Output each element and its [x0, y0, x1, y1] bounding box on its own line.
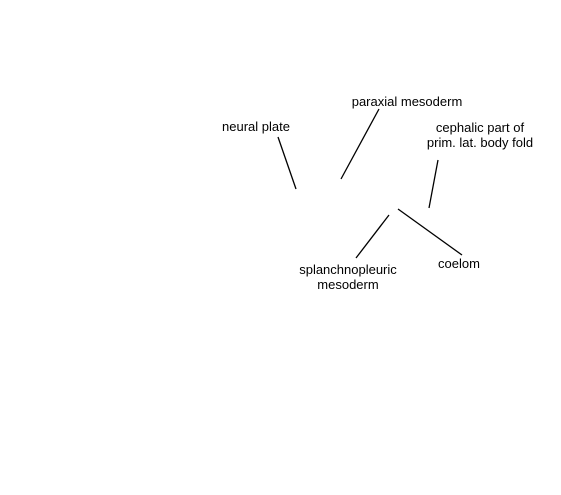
leader-line-splanchnopleuric-mesoderm — [355, 214, 390, 259]
label-neural-plate-text: neural plate — [222, 119, 290, 134]
label-cephalic-part-line1: cephalic part of — [435, 120, 525, 135]
label-paraxial-mesoderm: paraxial mesoderm — [352, 94, 463, 109]
leader-line-paraxial-mesoderm — [340, 108, 380, 180]
label-splanchnopleuric-line1: splanchnopleuric — [299, 262, 397, 277]
label-coelom: coelom — [438, 256, 480, 271]
leader-line-neural-plate — [277, 136, 297, 190]
label-cephalic-part-line2: prim. lat. body fold — [426, 135, 534, 150]
label-paraxial-mesoderm-text: paraxial mesoderm — [351, 94, 463, 109]
leader-line-coelom — [397, 208, 463, 256]
label-neural-plate: neural plate — [222, 119, 290, 134]
label-splanchnopleuric-mesoderm: splanchnopleuric mesoderm — [299, 262, 397, 292]
label-cephalic-part: cephalic part of prim. lat. body fold — [427, 120, 533, 150]
label-splanchnopleuric-line2: mesoderm — [317, 277, 379, 292]
leader-line-cephalic-part — [428, 159, 439, 209]
label-coelom-text: coelom — [438, 256, 480, 271]
